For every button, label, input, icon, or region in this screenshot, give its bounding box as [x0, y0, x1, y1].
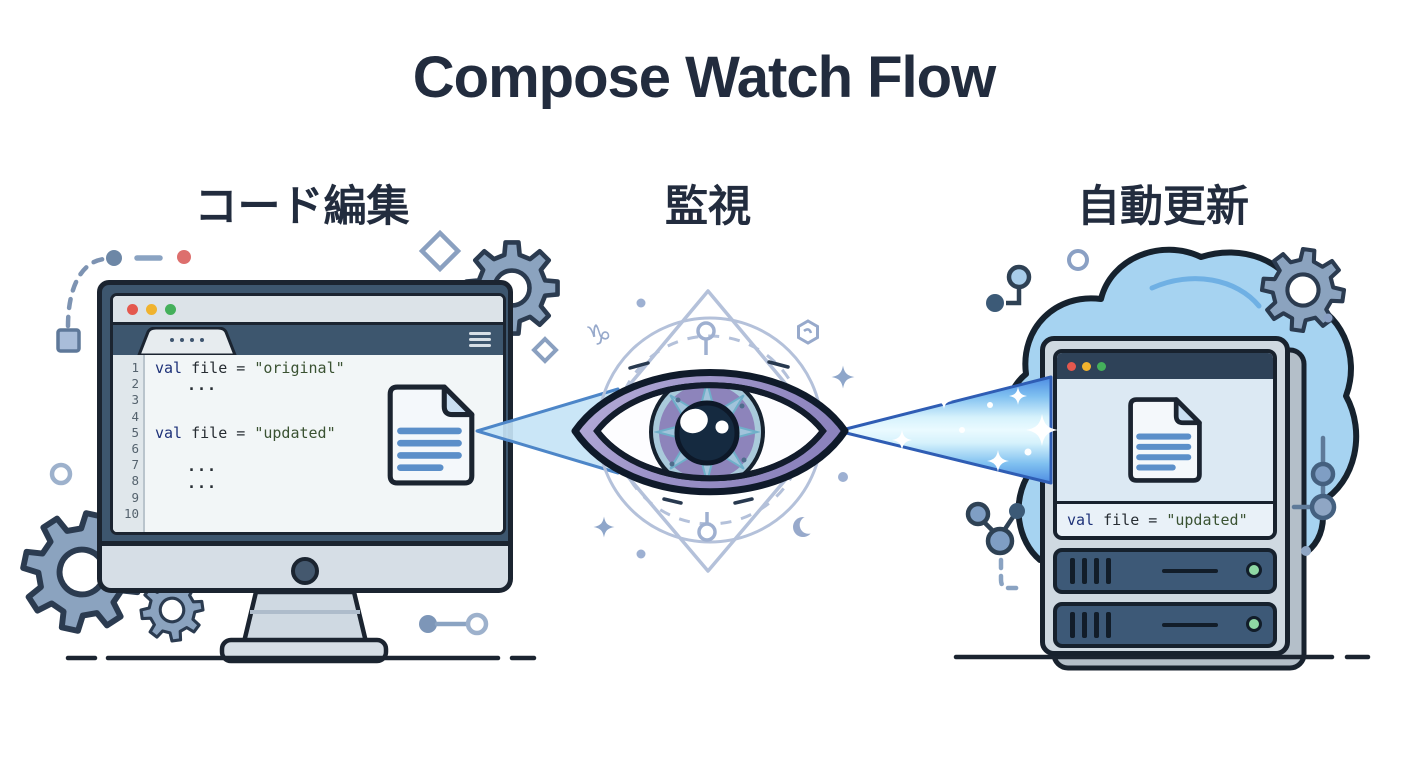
menu-icon [469, 332, 491, 350]
git-chain-icon [1291, 435, 1337, 521]
page-title: Compose Watch Flow [412, 45, 996, 110]
sparkle-icons [892, 387, 1058, 472]
window-minimize-icon [1082, 361, 1091, 371]
gear-icon [1257, 244, 1349, 336]
dot-icon [1301, 546, 1311, 556]
line-number: 2 [131, 376, 139, 392]
line-number: 9 [131, 489, 139, 505]
line-number: 4 [131, 408, 139, 424]
branch-node-icon [965, 501, 1025, 556]
camera-dot-icon [291, 557, 319, 585]
dot-icons [636, 298, 848, 559]
led-indicator [1246, 562, 1262, 578]
window-close-icon [1067, 361, 1076, 371]
line-number: 6 [131, 441, 139, 457]
code-text: file = [1094, 511, 1167, 529]
server-code-line: val file = "updated" [1057, 501, 1273, 536]
window-minimize-icon [146, 303, 157, 315]
stage-label-auto-update: 自動更新 [1077, 182, 1249, 232]
window-close-icon [127, 303, 138, 315]
dashed-elbow-decoration [998, 557, 1023, 591]
line-number: 1 [131, 360, 139, 375]
hexagon-glyph-icon [797, 319, 819, 345]
code-keyword: val [155, 359, 183, 377]
line-number: 5 [131, 424, 139, 440]
code-string: "updated" [254, 424, 336, 442]
rack-vents-icon [1070, 558, 1111, 584]
code-string: "updated" [1166, 511, 1248, 529]
code-editor-monitor: 1 2 3 4 5 6 7 8 9 10 val file = "origina… [97, 280, 513, 546]
code-ellipsis: ... [187, 376, 218, 394]
editor-tab [137, 327, 237, 355]
line-number-gutter: 1 2 3 4 5 6 7 8 9 10 [113, 355, 145, 532]
browser-window: 1 2 3 4 5 6 7 8 9 10 val file = "origina… [110, 293, 506, 535]
code-line: val file = "original" [155, 360, 345, 376]
code-area: val file = "original" ... val file = "up… [145, 355, 503, 532]
code-line: val file = "updated" [155, 425, 336, 441]
rack-line [1162, 569, 1218, 573]
sparkle-icon [831, 365, 855, 389]
document-icon [387, 384, 475, 486]
circle-outline-icon [49, 462, 73, 486]
monitor-stand [219, 589, 389, 664]
ground-line [65, 654, 1371, 661]
node-link-icon [419, 612, 489, 636]
window-maximize-icon [165, 303, 176, 315]
dot-icon [1323, 313, 1333, 323]
server-window-body [1057, 379, 1273, 501]
code-text: file = [182, 359, 255, 377]
eyelid-accents [628, 360, 790, 505]
line-number: 7 [131, 457, 139, 473]
line-number: 3 [131, 392, 139, 408]
code-ellipsis: ... [187, 457, 218, 475]
server-device: val file = "updated" [1040, 336, 1290, 656]
code-text: file = [182, 424, 255, 442]
code-ellipsis: ... [187, 474, 218, 492]
code-keyword: val [155, 424, 183, 442]
tab-dots-icon [135, 331, 239, 349]
monitor-chin [97, 546, 513, 593]
code-editor: 1 2 3 4 5 6 7 8 9 10 val file = "origina… [113, 355, 503, 532]
mystic-circle-decoration: ♑ [583, 289, 855, 573]
server-rack-unit [1053, 548, 1277, 594]
rack-vents-icon [1070, 612, 1111, 638]
server-rack-unit [1053, 602, 1277, 648]
window-maximize-icon [1097, 361, 1106, 371]
sparkle-icon [593, 516, 615, 538]
code-keyword: val [1067, 511, 1095, 529]
eye-icon [571, 360, 849, 505]
led-indicator [1246, 616, 1262, 632]
line-number: 8 [131, 473, 139, 489]
square-node-icon [56, 328, 81, 353]
red-dot-icon [177, 250, 191, 264]
circle-node-icon [106, 250, 122, 266]
stage-label-watch: 監視 [665, 182, 751, 232]
server-window: val file = "updated" [1053, 349, 1277, 540]
window-titlebar [113, 296, 503, 325]
document-icon [1128, 397, 1202, 483]
crescent-moon-icon [793, 516, 818, 537]
rack-line [1162, 623, 1218, 627]
line-number: 10 [123, 505, 139, 521]
editor-tabstrip [113, 325, 503, 355]
update-beam-right [836, 375, 1058, 485]
git-elbow-icon [986, 264, 1032, 312]
stage-label-code-edit: コード編集 [194, 182, 410, 232]
circle-outline-icon [1067, 249, 1089, 271]
window-titlebar [1057, 353, 1273, 379]
zodiac-glyph-icon: ♑ [583, 316, 614, 353]
code-string: "original" [254, 359, 345, 377]
